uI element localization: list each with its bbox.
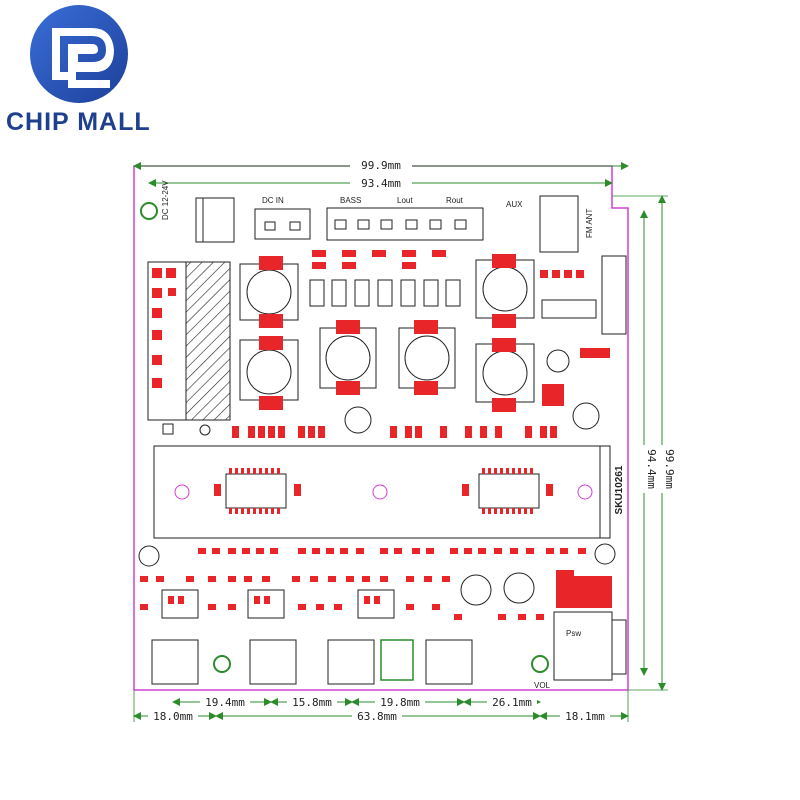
inductor-group [239,259,535,403]
dim-right-height-label: 99.9mm [663,449,676,489]
dc-jack-body [195,197,235,243]
dim-bottom-2: 15.8mm [292,696,332,709]
chipmall-logo [30,5,128,103]
silk-dc-in: DC IN [262,196,284,205]
dim-right-inner-label: 94.4mm [645,449,658,489]
dc-terminal [254,208,311,240]
silk-bass: BASS [340,196,361,205]
dimension-bottom-row2: 18.0mm 63.8mm 18.1mm [133,709,629,723]
dim-bottom-mid: 63.8mm [357,710,397,723]
dimension-right-height: 99.9mm [656,195,676,691]
silk-psw: Psw [566,629,581,638]
silk-aux: AUX [506,200,523,209]
dimension-bottom-row1: 19.4mm 15.8mm 19.8mm 26.1mm [172,695,541,709]
resistor-row-top [232,426,557,438]
dim-top-width-label: 99.9mm [361,159,401,172]
brand-name: CHIP MALL [6,108,151,136]
opamp-chips [161,589,395,619]
amp-ic-left [214,468,301,514]
dim-bottom-left: 18.0mm [153,710,193,723]
dimension-right-inner-height: 94.4mm [638,210,658,676]
board-model-label: SKU10261 [614,465,625,514]
aux-jack [539,195,579,253]
resistor-rows-lower [140,548,586,620]
mount-hole-top-left [140,202,158,220]
mount-hole-bottom-right [531,655,549,673]
dimension-inner-width: 93.4mm [148,176,613,190]
silk-dc-volt: DC 12-24V [161,180,170,220]
dimension-top-width: 99.9mm [133,158,629,172]
mount-hole-bottom-left [213,655,231,673]
silk-lout: Lout [397,196,413,205]
silk-vol: VOL [534,681,551,690]
power-switch [553,611,613,681]
logo-glyph-icon [52,28,114,88]
silk-fm-ant: FM ANT [585,209,594,238]
dim-inner-width-label: 93.4mm [361,177,401,190]
silk-rout: Rout [446,196,464,205]
dim-bottom-3: 19.8mm [380,696,420,709]
dim-bottom-right: 18.1mm [565,710,605,723]
heatsink-hatch [185,261,231,421]
dim-bottom-1: 19.4mm [205,696,245,709]
electrolytic-caps [138,349,616,606]
amp-ic-right [462,468,553,514]
potentiometers [151,639,473,685]
dim-bottom-4: 26.1mm [492,696,532,709]
